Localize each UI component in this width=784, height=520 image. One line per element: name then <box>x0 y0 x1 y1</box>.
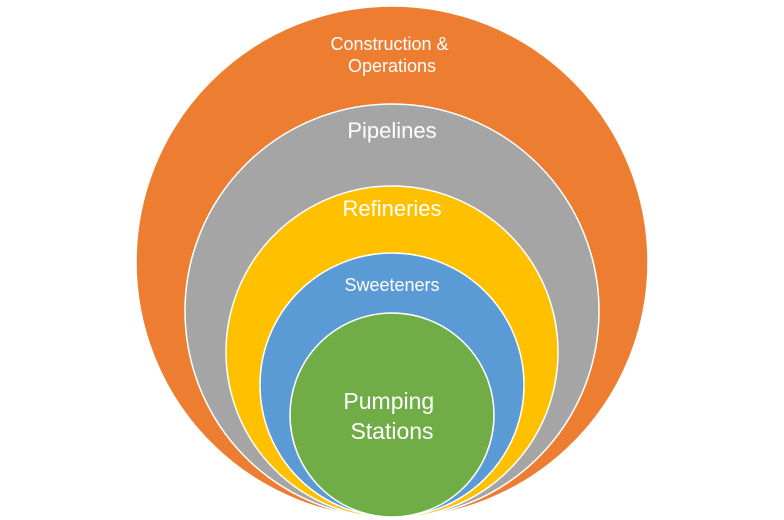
layer-pumping-stations-label-line-1: Pumping <box>343 388 434 414</box>
layer-refineries-label-line-1: Refineries <box>342 196 441 221</box>
layer-refineries-label: Refineries <box>342 196 441 221</box>
layer-pipelines-label: Pipelines <box>347 118 436 143</box>
layer-pumping-stations-label: Pumping Stations <box>343 388 440 444</box>
layer-construction-operations-label-line-1: Construction & <box>330 34 448 54</box>
layer-sweeteners-label: Sweeteners <box>344 275 439 295</box>
layer-sweeteners-label-line-1: Sweeteners <box>344 275 439 295</box>
layer-construction-operations-label: Construction & Operations <box>330 34 453 76</box>
layer-pipelines-label-line-1: Pipelines <box>347 118 436 143</box>
layer-construction-operations-label-line-2: Operations <box>348 56 436 76</box>
layer-pumping-stations <box>289 312 495 518</box>
layer-pumping-stations-label-line-2: Stations <box>350 418 433 444</box>
